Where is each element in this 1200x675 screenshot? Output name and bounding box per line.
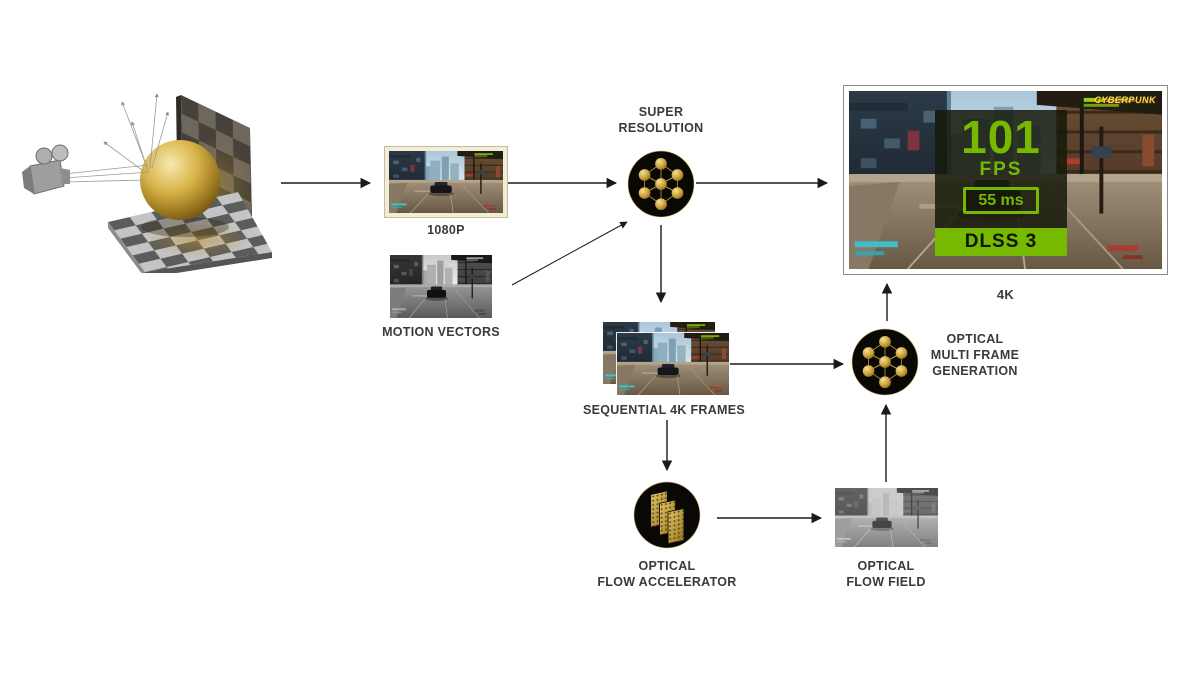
super-resolution-label: SUPER RESOLUTION (618, 105, 704, 135)
super-resolution-node neural-network-icon (627, 150, 695, 218)
fps-unit: FPS (979, 159, 1023, 180)
input-frame-label: 1080P (427, 223, 465, 237)
flow-accelerator-node stacked-flow-grids-icon (633, 481, 701, 549)
sequential-frames-label: SEQUENTIAL 4K FRAMES (583, 403, 746, 417)
render-scene (22, 93, 272, 273)
cyberpunk-logo: CYBERPUNK (1094, 95, 1156, 105)
optical-flow-field-image (835, 488, 938, 547)
flow-accelerator-label: OPTICAL FLOW ACCELERATOR (597, 559, 737, 589)
dlss3-bar: DLSS 3 (935, 228, 1067, 256)
output-4k-image: CYBERPUNK 101 FPS 55 ms DLSS 3 (843, 85, 1168, 275)
motion-vectors-label: MOTION VECTORS (382, 325, 500, 339)
frame-time-badge: 55 ms (963, 187, 1039, 214)
input-frame-1080p (384, 146, 508, 218)
multi-frame-generation-label: OPTICAL MULTI FRAME GENERATION (930, 332, 1020, 378)
output-4k-label: 4K (996, 287, 1015, 302)
gold-sphere (140, 140, 220, 220)
arrow-mv-to-sr (511, 221, 628, 286)
camera-icon (22, 144, 70, 195)
camera-rays (63, 93, 170, 183)
multi-frame-generation-node neural-network-icon (851, 328, 919, 396)
flow-field-label: OPTICAL FLOW FIELD (846, 559, 926, 589)
dlss-overlay: 101 FPS 55 ms DLSS 3 (935, 110, 1067, 256)
sequential-frame-front (616, 332, 730, 396)
fps-value: 101 (961, 111, 1041, 163)
motion-vectors-image (390, 255, 492, 318)
